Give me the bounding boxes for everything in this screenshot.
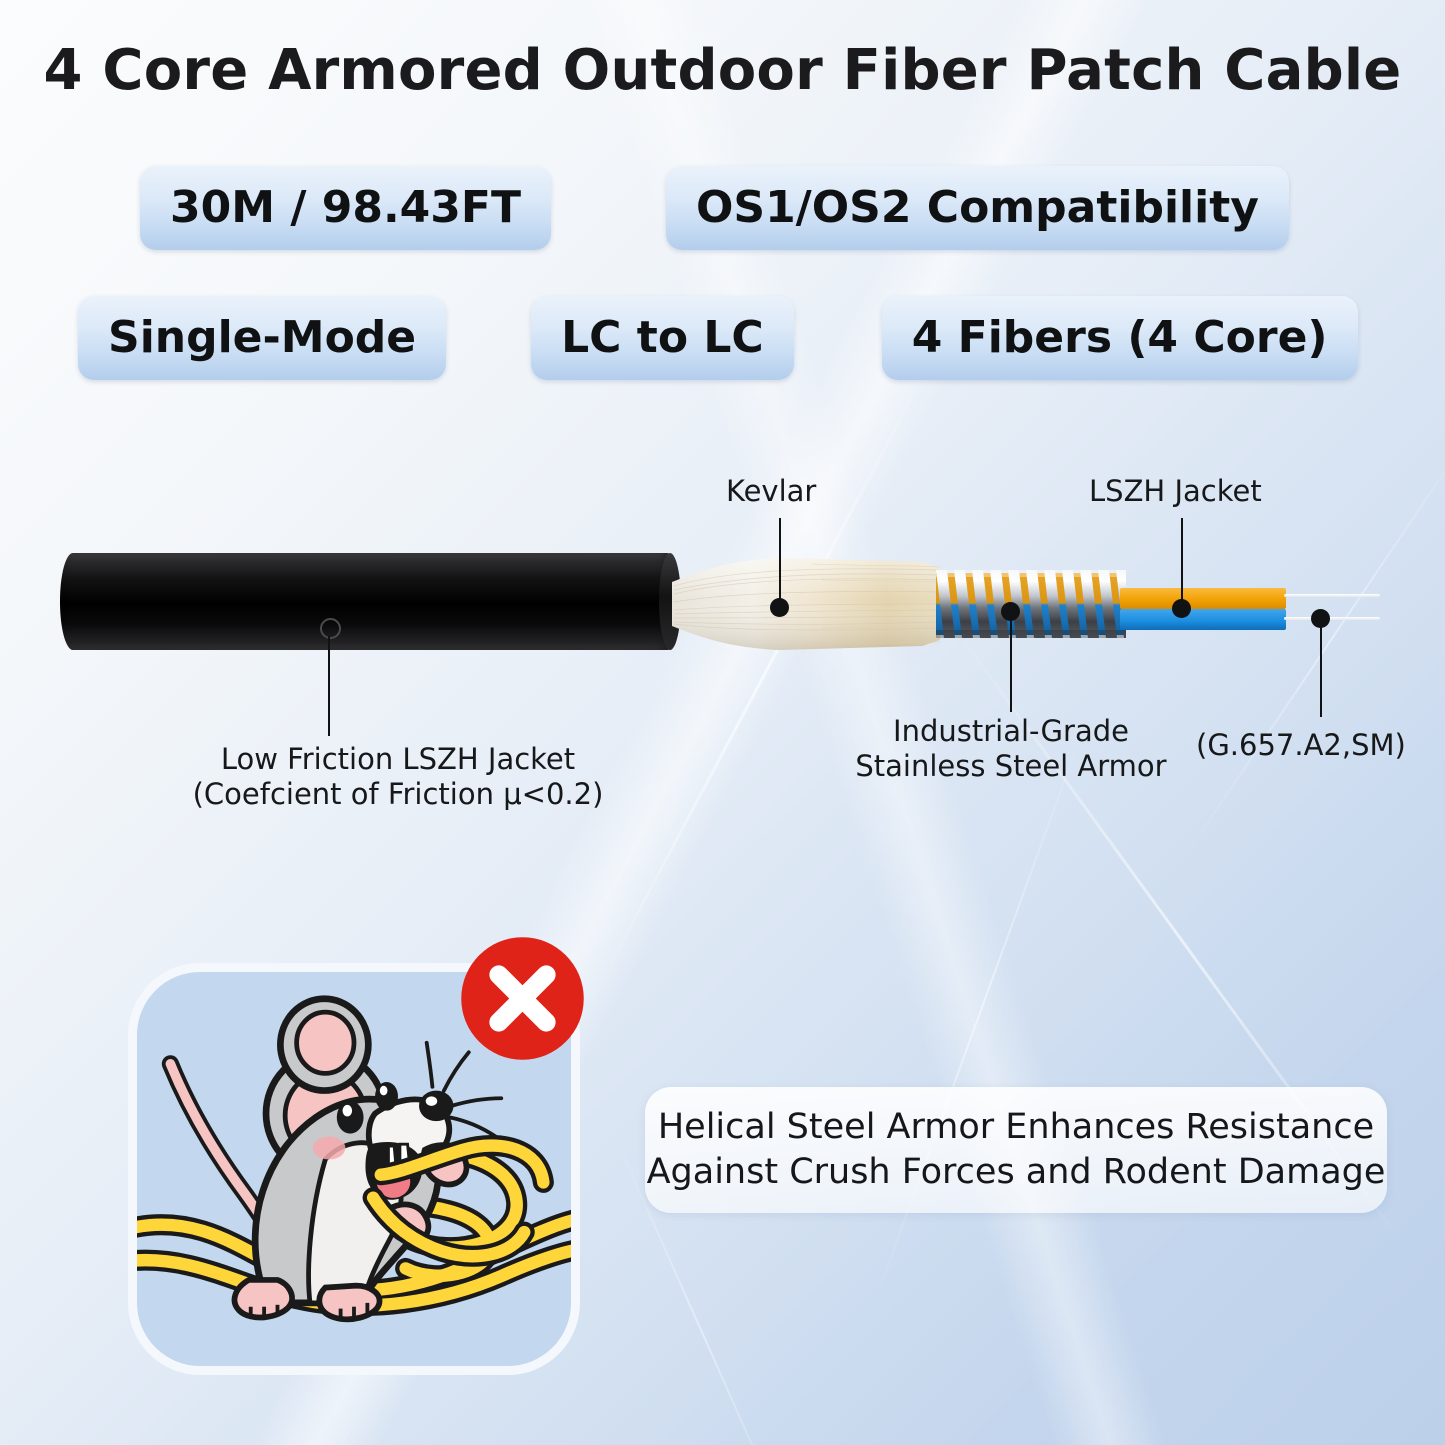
bare-fiber-strand [1284,617,1380,620]
background-streak [595,370,928,990]
callout-armor-line2: Stainless Steel Armor [855,749,1167,784]
callout-kevlar-dot [770,598,789,617]
rodent-resistance-caption: Helical Steel Armor Enhances Resistance … [645,1087,1387,1213]
callout-low-friction-ring [320,618,341,639]
callout-low-friction-leader [328,636,330,736]
badge-compatibility[interactable]: OS1/OS2 Compatibility [665,166,1289,250]
background-streak [874,718,1088,1302]
callout-lszh-jacket-leader [1181,518,1183,608]
callout-fiber-spec-leader [1320,627,1322,717]
page-title: 4 Core Armored Outdoor Fiber Patch Cable [43,38,1402,103]
fiber-jacket-orange [1120,588,1286,609]
kevlar-aramid-fibers [672,558,941,650]
badge-fiber-count[interactable]: 4 Fibers (4 Core) [881,296,1358,380]
callout-armor-dot [1001,602,1020,621]
red-x-prohibited-icon [461,937,584,1060]
callout-kevlar-leader [779,518,781,608]
badge-row-1: 30M / 98.43FT OS1/OS2 Compatibility [140,166,1289,250]
callout-armor-leader [1010,620,1012,712]
badge-mode[interactable]: Single-Mode [78,296,447,380]
caption-line-1: Helical Steel Armor Enhances Resistance [657,1107,1375,1148]
badge-length[interactable]: 30M / 98.43FT [140,166,551,250]
fiber-jacket-blue [1120,609,1286,630]
callout-low-friction-label: Low Friction LSZH Jacket (Coefcient of F… [148,742,648,813]
stainless-steel-armor [936,570,1126,638]
mouse-chewing-cable-icon [137,995,571,1323]
callout-lszh-jacket-label: LSZH Jacket [1089,474,1262,508]
callout-armor-line1: Industrial-Grade [893,714,1129,748]
cable-black-jacket [60,553,681,650]
callout-fiber-spec-label: (G.657.A2,SM) [1196,728,1406,762]
bare-fiber-strand [1284,594,1380,597]
callout-kevlar-label: Kevlar [726,474,817,508]
callout-lszh-jacket-dot [1172,599,1191,618]
callout-low-friction-line2: (Coefcient of Friction μ<0.2) [192,777,604,812]
caption-line-2: Against Crush Forces and Rodent Damage [646,1152,1386,1192]
callout-low-friction-line1: Low Friction LSZH Jacket [220,742,576,776]
badge-connector[interactable]: LC to LC [531,296,794,380]
callout-armor-label: Industrial-Grade Stainless Steel Armor [812,714,1210,785]
callout-fiber-spec-dot [1311,609,1330,628]
badge-row-2: Single-Mode LC to LC 4 Fibers (4 Core) [78,296,1358,380]
